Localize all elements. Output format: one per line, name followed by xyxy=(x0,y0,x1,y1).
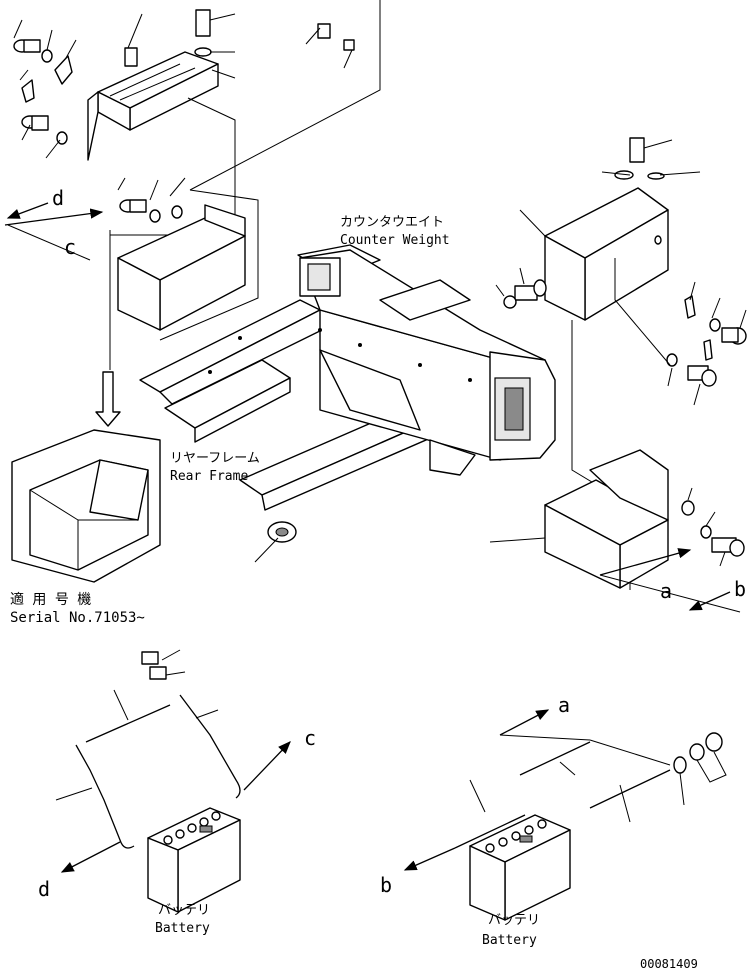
left-box-bolts xyxy=(13,9,355,145)
right-battery-box-cover xyxy=(519,137,701,321)
ref-label-c-bottom: c xyxy=(304,726,316,750)
ref-label-d: d xyxy=(52,186,64,210)
ref-label-b-bottom: b xyxy=(380,873,392,897)
battery-left-jp: バッテリ xyxy=(158,903,210,918)
battery-right-jp: バッテリ xyxy=(488,913,540,928)
ref-label-c: c xyxy=(64,235,76,259)
arrow-c-d-bottom: c d xyxy=(38,726,316,901)
counter-weight-label-en: Counter Weight xyxy=(340,233,450,248)
serial-label-jp: 適 用 号 機 xyxy=(10,591,91,608)
ref-label-a: a xyxy=(660,579,672,603)
arrow-a-b-top: a b xyxy=(599,548,746,613)
left-battery-box-tray xyxy=(117,177,259,341)
serial-label-en: Serial No.71053~ xyxy=(10,610,145,626)
ref-label-a-bottom: a xyxy=(558,693,570,717)
battery-right-en: Battery xyxy=(482,933,537,948)
arrow-a-b-bottom: a b xyxy=(380,693,570,897)
rear-frame xyxy=(139,244,556,563)
drawing-number: 00081409 xyxy=(640,957,698,971)
leader-lines-top-left xyxy=(13,0,381,370)
right-battery-box-tray xyxy=(489,449,745,589)
ref-label-d-bottom: d xyxy=(38,877,50,901)
serial-variant-box xyxy=(11,429,161,583)
rear-frame-label-jp: リヤーフレーム xyxy=(170,451,260,466)
battery-left-en: Battery xyxy=(155,921,210,936)
ref-label-b: b xyxy=(734,577,746,601)
left-cables xyxy=(55,649,241,849)
down-arrow xyxy=(95,371,121,427)
right-battery xyxy=(469,814,571,921)
counter-weight-label-jp: カウンタウエイト xyxy=(340,215,444,230)
left-battery-box-cover xyxy=(87,51,219,161)
left-battery xyxy=(147,807,241,913)
arrow-d-top: d c xyxy=(4,186,104,261)
right-cables xyxy=(454,732,727,849)
rear-frame-label-en: Rear Frame xyxy=(170,469,248,484)
